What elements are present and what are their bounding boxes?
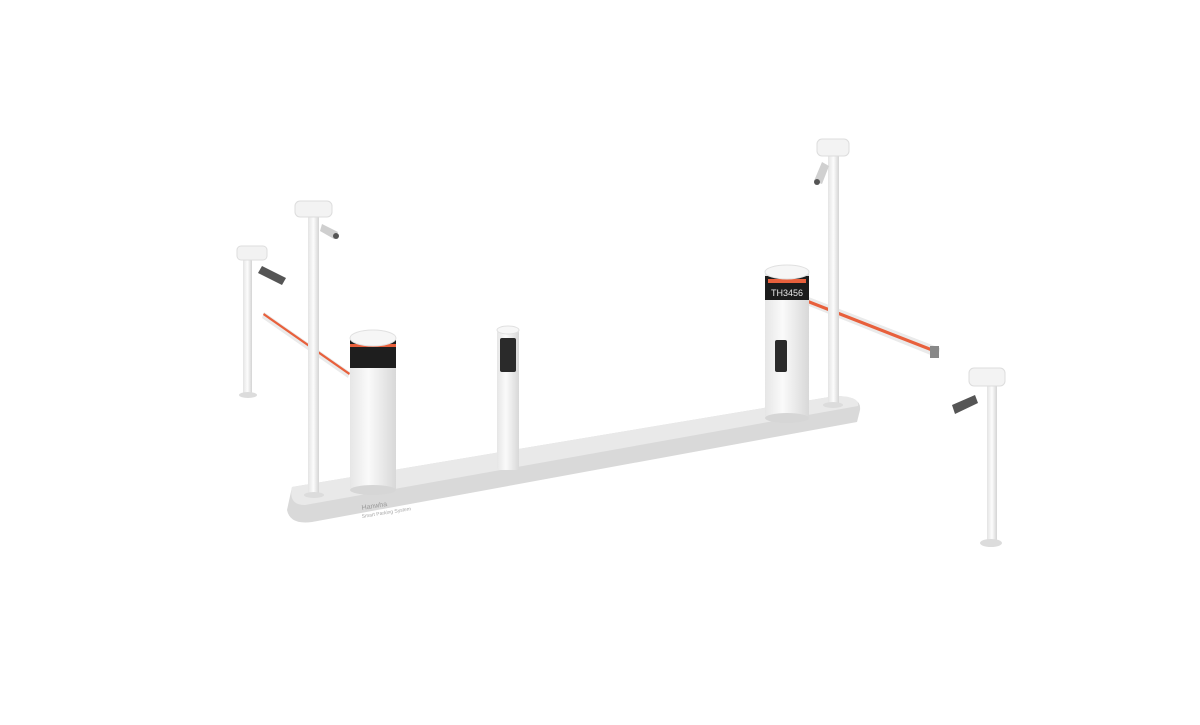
left-tall-camera-pole bbox=[294, 200, 339, 498]
camera-icon bbox=[952, 395, 978, 414]
camera-icon bbox=[814, 162, 829, 185]
camera-icon bbox=[258, 266, 286, 285]
camera-icon bbox=[320, 224, 339, 239]
right-tall-camera-pole bbox=[814, 138, 850, 408]
right-barrier-arm bbox=[804, 296, 940, 358]
plate-display-text: TH3456 bbox=[771, 288, 803, 298]
left-gate-cabinet bbox=[349, 329, 397, 495]
right-short-camera-pole bbox=[952, 367, 1006, 547]
brand-label: Hanwha bbox=[361, 501, 388, 512]
right-gate-cabinet: TH3456 bbox=[764, 264, 810, 423]
left-barrier-arm bbox=[262, 312, 350, 378]
base-platform: Hanwha Smart Parking System bbox=[287, 396, 861, 523]
left-short-camera-pole bbox=[236, 245, 286, 398]
middle-payment-pillar bbox=[496, 325, 520, 470]
